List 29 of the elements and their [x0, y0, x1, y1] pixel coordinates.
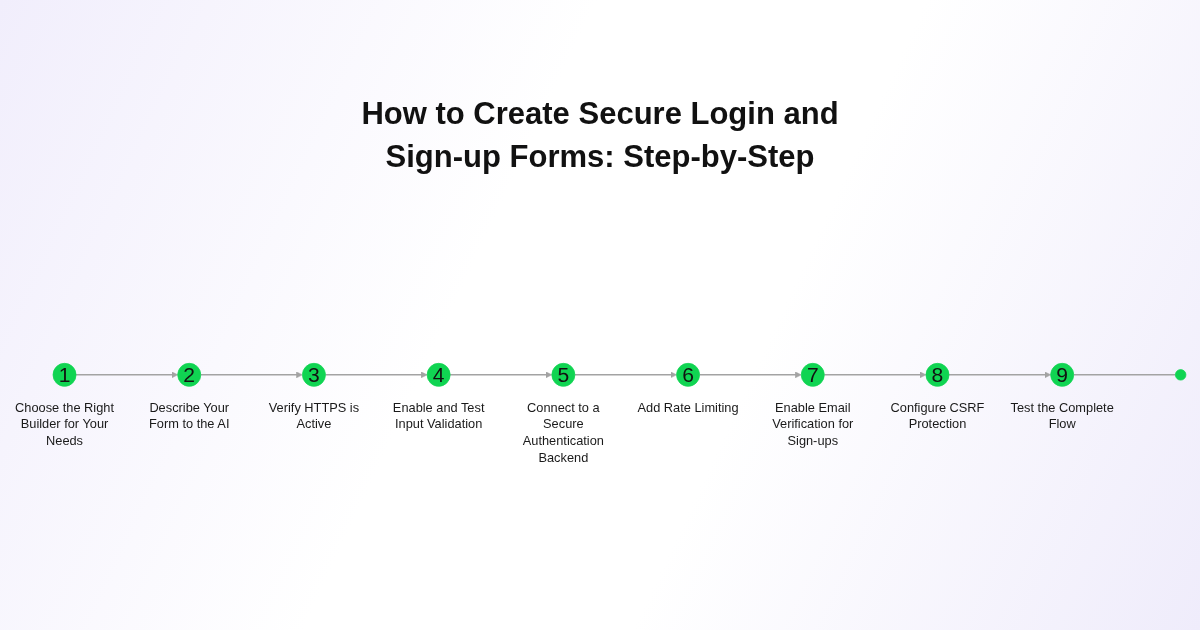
step-description: Choose the Right Builder for Your Needs: [14, 399, 115, 450]
step-description: Verify HTTPS is Active: [267, 399, 361, 433]
arrow: [823, 371, 927, 379]
node-circle: 1: [52, 362, 77, 387]
arrow: [324, 371, 428, 379]
step-description: Test the Complete Flow: [1009, 399, 1115, 433]
arrow: [75, 371, 179, 379]
node-circle: 3: [302, 362, 326, 387]
step-description: Configure CSRF Protection: [889, 399, 986, 433]
arrow: [200, 371, 303, 379]
connector: [1072, 374, 1177, 376]
arrow: [948, 371, 1051, 379]
step-description: Connect to a Secure Authentication Backend: [521, 399, 605, 467]
node-circle: 4: [426, 362, 451, 387]
node-circle: 8: [925, 362, 950, 387]
node-circle: 7: [800, 362, 825, 387]
arrow: [698, 371, 802, 379]
node-circle: 5: [551, 362, 576, 387]
diagram-title: How to Create Secure Login and Sign-up Forms: Step-by-Step: [360, 95, 840, 177]
arrow: [449, 371, 553, 379]
node-circle: [1175, 369, 1187, 381]
step-description: Enable Email Verification for Sign-ups: [771, 399, 855, 450]
node-circle: 2: [177, 362, 202, 387]
arrow: [574, 371, 677, 379]
node-circle: 6: [676, 362, 700, 387]
step-description: Describe Your Form to the AI: [148, 399, 231, 433]
step-description: Enable and Test Input Validation: [391, 399, 486, 433]
node-circle: 9: [1050, 362, 1075, 387]
step-description: Add Rate Limiting: [636, 399, 740, 417]
